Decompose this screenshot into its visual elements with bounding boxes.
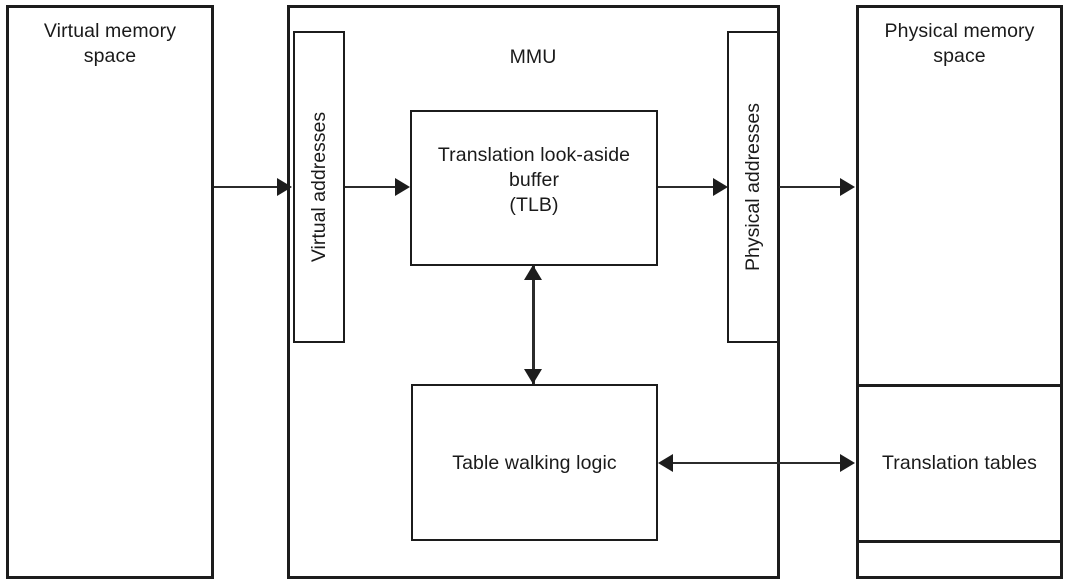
arrow-head-tt-to-twl bbox=[658, 454, 673, 472]
arrow-head-twl-to-tt bbox=[840, 454, 855, 472]
arrow-line-pa-to-pms bbox=[779, 186, 841, 188]
arrow-head-tlb-to-twl bbox=[524, 369, 542, 384]
arrow-head-twl-to-tlb bbox=[524, 265, 542, 280]
translation-tables-label: Translation tables bbox=[882, 452, 1037, 474]
virtual-memory-space-block bbox=[6, 5, 214, 579]
arrow-line-vms-to-va bbox=[214, 186, 278, 188]
virtual-addresses-label: Virtual addresses bbox=[308, 111, 330, 263]
tlb-label: Translation look-aside buffer (TLB) bbox=[437, 144, 631, 216]
physical-memory-space-label: Physical memory space bbox=[884, 20, 1035, 67]
arrow-line-tlb-to-pa bbox=[658, 186, 714, 188]
arrow-head-pa-to-pms bbox=[840, 178, 855, 196]
virtual-addresses-block bbox=[293, 31, 345, 343]
arrow-line-twl-to-tt bbox=[660, 462, 853, 464]
arrow-head-tlb-to-pa bbox=[713, 178, 728, 196]
arrow-head-va-to-tlb bbox=[395, 178, 410, 196]
physical-addresses-label: Physical addresses bbox=[742, 103, 764, 271]
physical-memory-divider-top bbox=[857, 384, 1062, 387]
table-walking-logic-label: Table walking logic bbox=[452, 452, 617, 474]
physical-memory-space-block bbox=[856, 5, 1063, 579]
physical-addresses-block bbox=[727, 31, 779, 343]
arrow-line-va-to-tlb bbox=[345, 186, 396, 188]
arrow-line-tlb-to-twl bbox=[532, 266, 535, 384]
virtual-memory-space-label: Virtual memory space bbox=[43, 20, 177, 67]
table-walking-logic-block bbox=[411, 384, 658, 541]
mmu-label: MMU bbox=[509, 46, 557, 68]
arrow-head-vms-to-va bbox=[277, 178, 292, 196]
physical-memory-divider-bottom bbox=[857, 540, 1062, 543]
